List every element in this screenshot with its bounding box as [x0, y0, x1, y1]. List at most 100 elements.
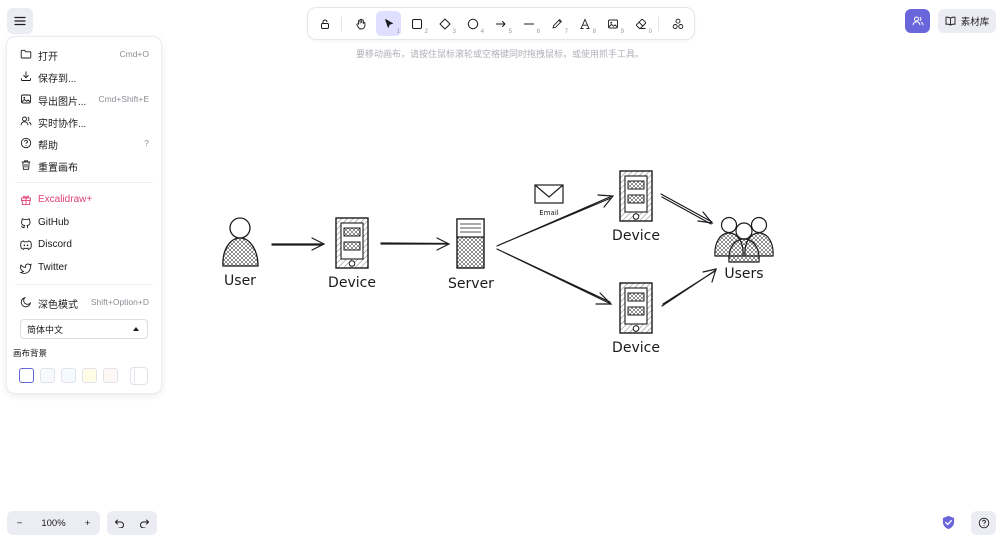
image-tool[interactable]: 9 — [600, 11, 625, 36]
live-collaboration-button[interactable] — [905, 9, 930, 33]
device-1 — [335, 217, 369, 269]
menu-item-open[interactable]: 打开 Cmd+O — [7, 44, 161, 64]
pencil-icon — [552, 18, 562, 28]
users-icon — [20, 116, 32, 126]
menu-item-export-image[interactable]: 导出图片... Cmd+Shift+E — [7, 89, 161, 109]
rectangle-tool[interactable]: 2 — [404, 11, 429, 36]
label-device-3: Device — [612, 340, 660, 356]
text-icon — [580, 17, 589, 29]
help-button[interactable] — [971, 511, 996, 535]
swatch-divider — [134, 368, 135, 383]
more-shapes-tool[interactable] — [665, 11, 690, 36]
bg-swatch-light-yellow[interactable] — [82, 368, 97, 383]
menu-item-label: 帮助 — [38, 141, 58, 152]
arrow-device-server — [380, 237, 451, 251]
arrow-user-device — [271, 237, 326, 251]
menu-divider — [15, 182, 153, 183]
canvas-hint: 要移动画布，请按住鼠标滚轮或空格键同时拖拽鼠标，或使用抓手工具。 — [355, 49, 644, 59]
text-tool[interactable]: 8 — [572, 11, 597, 36]
arrow-tool[interactable]: 5 — [488, 11, 513, 36]
server — [456, 218, 485, 269]
bg-swatch-light-blue[interactable] — [61, 368, 76, 383]
zoom-in-button[interactable]: + — [84, 517, 91, 529]
help-icon — [20, 137, 32, 149]
hand-tool[interactable] — [348, 11, 373, 36]
menu-item-shortcut: Cmd+O — [119, 49, 149, 59]
discord-icon — [20, 240, 32, 250]
menu-item-reset-canvas[interactable]: 重置画布 — [7, 155, 161, 175]
twitter-icon — [20, 263, 32, 274]
user-figure — [222, 217, 259, 267]
menu-item-label: Excalidraw+ — [38, 194, 93, 205]
menu-item-label: 打开 — [38, 52, 58, 63]
menu-item-github[interactable]: GitHub — [7, 213, 161, 233]
label-device-1: Device — [328, 275, 376, 291]
shapes-icon — [672, 18, 683, 29]
device-2 — [619, 170, 653, 222]
line-tool[interactable]: 6 — [516, 11, 541, 36]
shield-check-icon[interactable] — [941, 515, 956, 530]
eraser-tool[interactable]: 0 — [628, 11, 653, 36]
diamond-tool[interactable]: 3 — [432, 11, 457, 36]
lock-icon — [320, 19, 329, 29]
bg-swatch-light-gray[interactable] — [40, 368, 55, 383]
shortcut-key: 5 — [508, 29, 512, 35]
main-menu-button[interactable] — [7, 8, 33, 34]
pencil-tool[interactable]: 7 — [544, 11, 569, 36]
undo-redo-controls — [107, 511, 157, 535]
undo-icon — [114, 519, 124, 528]
redo-button[interactable] — [132, 511, 157, 535]
undo-button[interactable] — [107, 511, 132, 535]
eraser-icon — [635, 18, 646, 29]
language-value: 简体中文 — [27, 324, 64, 335]
github-icon — [21, 218, 31, 229]
menu-item-twitter[interactable]: Twitter — [7, 258, 161, 278]
shortcut-key: 1 — [396, 29, 400, 35]
shortcut-key: 4 — [480, 29, 484, 35]
lock-tool[interactable] — [312, 11, 337, 36]
menu-item-excalidraw-plus[interactable]: Excalidraw+ — [7, 190, 161, 210]
library-label: 素材库 — [960, 17, 990, 28]
menu-divider — [15, 284, 153, 285]
menu-item-label: Twitter — [38, 262, 68, 273]
arrow-icon — [495, 20, 506, 27]
bg-swatch-light-peach[interactable] — [103, 368, 118, 383]
menu-item-discord[interactable]: Discord — [7, 235, 161, 255]
device-3 — [619, 282, 653, 334]
menu-item-save[interactable]: 保存到... — [7, 66, 161, 86]
menu-item-dark-mode[interactable]: 深色模式 Shift+Option+D — [7, 292, 161, 312]
bg-swatch-white[interactable] — [19, 368, 34, 383]
download-icon — [21, 71, 31, 81]
shortcut-key: 3 — [452, 29, 456, 35]
shortcut-key: 6 — [536, 29, 540, 35]
arrow-server-device-3 — [496, 248, 613, 305]
label-device-2: Device — [612, 228, 660, 244]
rectangle-icon — [411, 18, 422, 29]
library-button[interactable]: 素材库 — [938, 9, 996, 33]
ellipse-tool[interactable]: 4 — [460, 11, 485, 36]
export-image-icon — [21, 94, 31, 104]
zoom-out-button[interactable]: − — [16, 517, 23, 529]
menu-item-label: GitHub — [38, 217, 70, 228]
image-icon — [607, 19, 618, 28]
menu-item-label: 保存到... — [38, 74, 77, 85]
zoom-reset-button[interactable]: 100% — [41, 517, 66, 529]
menu-item-live-collaboration[interactable]: 实时协作... — [7, 111, 161, 131]
shortcut-key: 0 — [648, 29, 652, 35]
bg-swatch-custom[interactable] — [130, 367, 148, 385]
menu-item-label: 重置画布 — [38, 163, 78, 174]
selection-tool[interactable]: 1 — [376, 11, 401, 36]
book-icon — [945, 16, 956, 26]
users-icon — [912, 16, 923, 26]
arrow-server-device-2 — [496, 194, 615, 247]
menu-item-help[interactable]: 帮助 ? — [7, 133, 161, 153]
shortcut-key: 9 — [620, 29, 624, 35]
line-icon — [523, 23, 534, 24]
canvas-background-label: 画布背景 — [13, 348, 48, 358]
menu-item-label: 导出图片... — [38, 97, 87, 108]
menu-item-shortcut: ? — [144, 138, 149, 148]
folder-icon — [20, 49, 32, 59]
language-select[interactable]: 简体中文 — [20, 319, 148, 339]
menu-item-label: 实时协作... — [38, 119, 87, 130]
shortcut-key: 2 — [424, 29, 428, 35]
